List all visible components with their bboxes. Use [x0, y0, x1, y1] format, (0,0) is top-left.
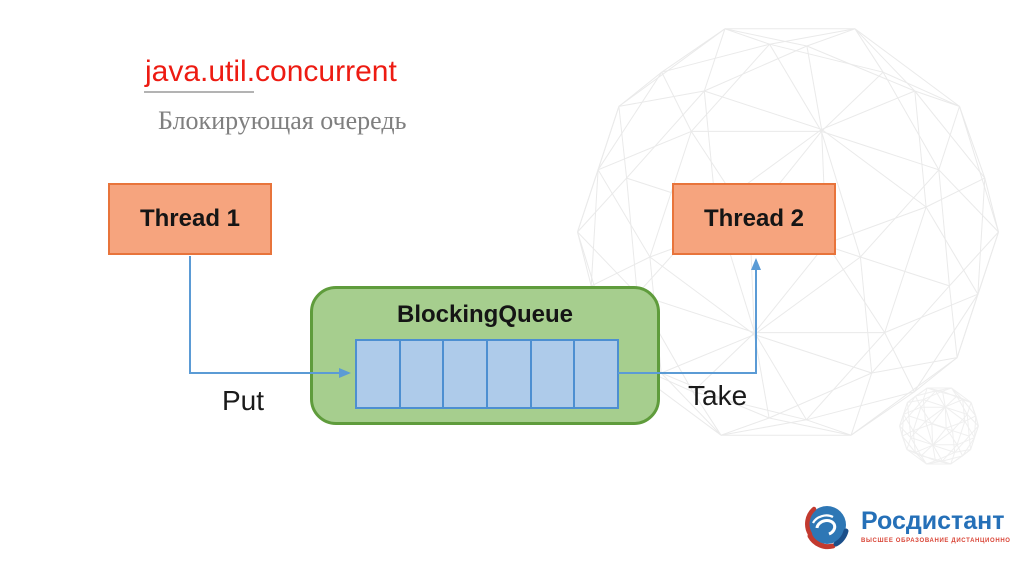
queue-cells [355, 339, 619, 409]
slide-subtitle: Блокирующая очередь [158, 106, 407, 135]
queue-cell [488, 341, 532, 407]
thread2-box: Thread 2 [672, 183, 836, 255]
rosdistant-logo: Росдистант ВЫСШЕЕ ОБРАЗОВАНИЕ ДИСТАНЦИОН… [800, 501, 1011, 553]
queue-cell [575, 341, 617, 407]
queue-cell [444, 341, 489, 407]
globe-icon [805, 506, 849, 550]
thread1-box: Thread 1 [108, 183, 272, 255]
logo-name: Росдистант [861, 507, 1005, 535]
queue-cell [357, 341, 401, 407]
queue-cell [401, 341, 445, 407]
slide-title: java.util.concurrent [145, 55, 397, 88]
put-label: Put [222, 385, 265, 416]
take-label: Take [688, 380, 748, 411]
thread2-label: Thread 2 [703, 205, 805, 232]
thread1-label: Thread 1 [139, 205, 241, 232]
logo-tagline: ВЫСШЕЕ ОБРАЗОВАНИЕ ДИСТАНЦИОННО [861, 538, 1011, 544]
blocking-queue-title: BlockingQueue [396, 301, 574, 328]
title-underline [144, 91, 254, 93]
blocking-queue-box: BlockingQueue [310, 286, 660, 425]
logo-text: Росдистант ВЫСШЕЕ ОБРАЗОВАНИЕ ДИСТАНЦИОН… [861, 501, 1011, 545]
queue-cell [532, 341, 576, 407]
